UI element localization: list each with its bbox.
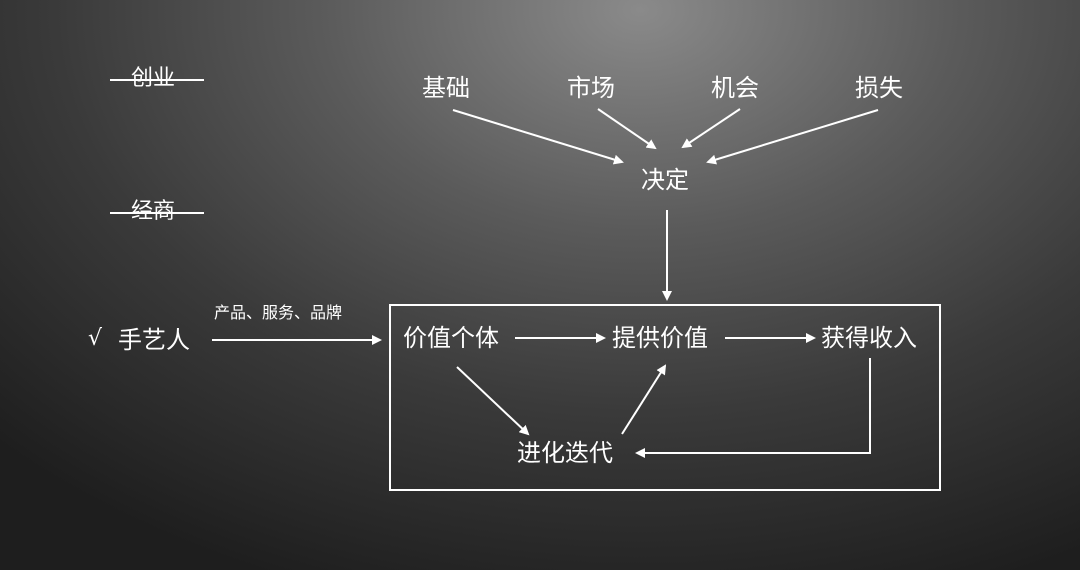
value-loop-frame xyxy=(389,304,941,491)
factor-sunshi: 损失 xyxy=(855,74,903,102)
rejected-option-jingshang: 经商 xyxy=(131,199,176,224)
arrow-income-to-evolve xyxy=(635,358,871,458)
arrow-evolve-to-provide xyxy=(621,364,667,435)
arrow-value-to-evolve xyxy=(456,366,530,436)
offer-label: 产品、服务、品牌 xyxy=(214,303,343,322)
rejected-option-chuangye: 创业 xyxy=(131,66,176,91)
arrow-jichu-to-decision xyxy=(452,109,624,165)
chosen-option-craftsman: 手艺人 xyxy=(118,326,190,354)
node-value-individual: 价值个体 xyxy=(403,324,499,352)
strikethrough-jingshang xyxy=(110,212,204,214)
factor-shichang: 市场 xyxy=(567,74,615,102)
node-provide-value: 提供价值 xyxy=(612,324,708,352)
strikethrough-chuangye xyxy=(110,79,204,81)
arrow-jihui-to-decision xyxy=(681,108,741,149)
factor-jichu: 基础 xyxy=(422,74,470,102)
check-mark-icon: √ xyxy=(88,326,103,351)
arrow-shichang-to-decision xyxy=(597,108,657,150)
factor-jihui: 机会 xyxy=(711,74,759,102)
node-evolve-iterate: 进化迭代 xyxy=(517,439,613,467)
node-earn-income: 获得收入 xyxy=(821,324,917,352)
arrow-sunshi-to-decision xyxy=(706,109,879,165)
decision-node: 决定 xyxy=(641,166,689,194)
